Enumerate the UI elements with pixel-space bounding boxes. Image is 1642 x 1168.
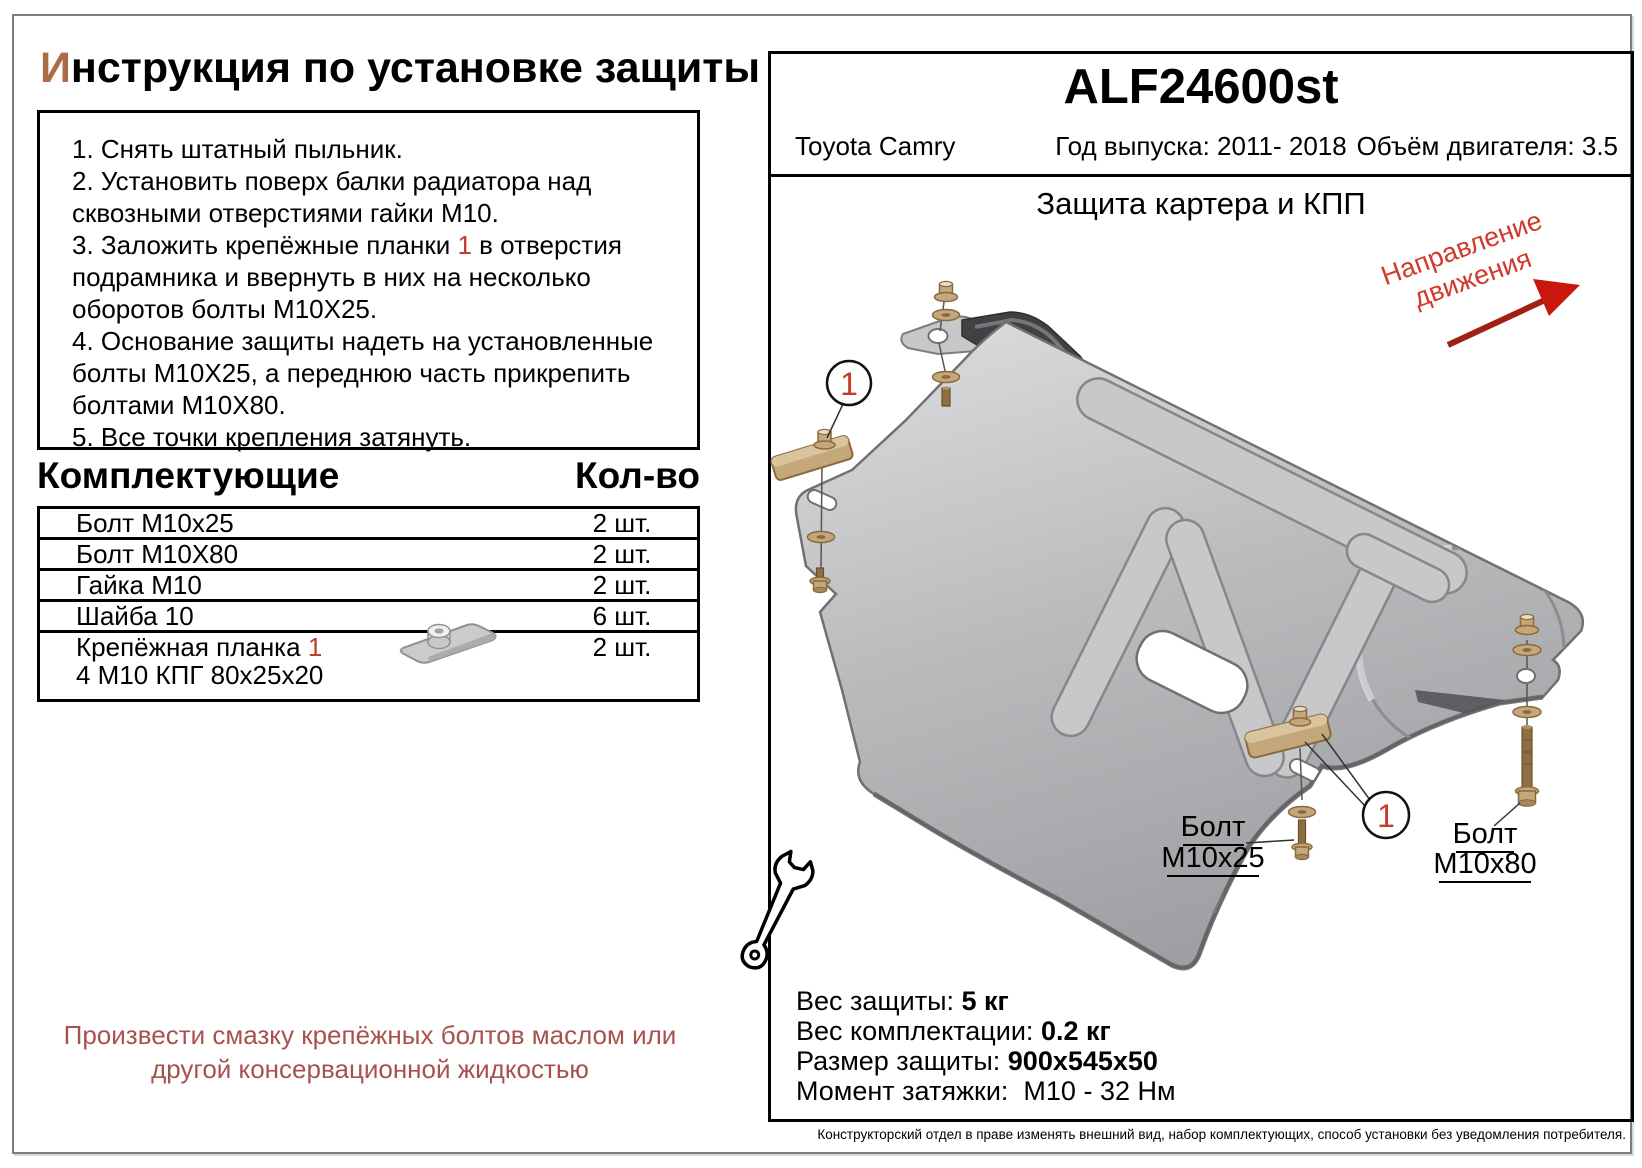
bolt-m10x80-label-line2: М10х80: [1433, 848, 1536, 880]
plate-edge-fold: [872, 694, 1544, 971]
installation-step: 3. Заложить крепёжные планки 1 в отверст…: [72, 230, 622, 324]
bolt-m10x80-label-line1: Болт: [1453, 818, 1518, 850]
title-accent-letter: И: [40, 44, 71, 92]
bolt-m10x25-label: Болт М10х25: [1161, 811, 1295, 877]
callout-1-top: 1: [825, 359, 873, 439]
vehicle-model: Toyota Camry: [795, 131, 956, 161]
component-name: Гайка М10: [76, 570, 202, 600]
bottom-mounting-plank-stack: [1244, 705, 1332, 861]
component-callout-ref: 1: [307, 632, 323, 662]
bolt-m10x25-label-line1: Болт: [1181, 811, 1246, 843]
direction-of-travel: Направление движения: [1377, 205, 1580, 348]
spec-line: Вес комплектации: 0.2 кг: [796, 1016, 1111, 1046]
stud: [941, 387, 951, 407]
bolt-m10x25: [1297, 819, 1307, 847]
product-code: ALF24600st: [1063, 60, 1339, 114]
lubrication-note: Произвести смазку крепёжных болтов масло…: [63, 1020, 677, 1084]
left-mounting-plank-stack: [770, 428, 854, 594]
plate-opening: [1135, 629, 1249, 715]
product-panel-border: [768, 51, 1634, 1122]
components-table-row: Шайба 10 6 шт.: [40, 599, 697, 630]
component-name: Болт М10Х80: [76, 539, 239, 569]
page-title: Инструкция по установке защиты: [40, 44, 760, 93]
mounting-plate-image: [399, 623, 497, 664]
right-fastener-stack: [1512, 613, 1542, 807]
top-fastener-stack: [931, 280, 961, 407]
direction-arrow-shaft: [1446, 297, 1547, 348]
components-table-row: Болт М10Х80 2 шт.: [40, 537, 697, 568]
components-heading-row: Комплектующие Кол-во: [37, 455, 700, 497]
panel-subtitle: Защита картера и КПП: [1036, 186, 1366, 221]
component-qty: 2 шт.: [592, 508, 652, 538]
qty-heading: Кол-во: [575, 455, 700, 496]
components-heading: Комплектующие: [37, 455, 340, 496]
component-qty: 2 шт.: [592, 570, 652, 600]
bolt-m10x80: [1521, 726, 1533, 790]
components-table-row: Болт М10х25 2 шт.: [40, 509, 697, 537]
spec-line: Размер защиты: 900х545х50: [796, 1046, 1158, 1076]
bolt-m10x80-label: Болт М10х80: [1433, 802, 1537, 883]
component-qty: 2 шт.: [592, 632, 652, 662]
bracket-hole: [927, 328, 949, 344]
step-callout-ref: 1: [457, 230, 472, 260]
callout-1-bottom: 1: [1304, 733, 1411, 840]
panel-header-divider: [768, 174, 1634, 177]
spec-line: Момент затяжки: М10 - 32 Нм: [796, 1076, 1176, 1106]
manufacturer-disclaimer: Конструкторский отдел в праве изменять в…: [817, 1127, 1626, 1142]
engine-volume: Объём двигателя: 3.5: [1356, 131, 1618, 161]
components-table-row: Гайка М10 2 шт.: [40, 568, 697, 599]
installation-step: 1. Снять штатный пыльник.: [72, 134, 403, 164]
installation-step: 4. Основание защиты надеть на установлен…: [72, 326, 654, 420]
component-name: Шайба 10: [76, 601, 194, 631]
spec-line: Вес защиты: 5 кг: [796, 986, 1009, 1016]
bolt-m10x25-label-line2: М10х25: [1161, 842, 1264, 874]
component-qty: 6 шт.: [592, 601, 652, 631]
component-name: Болт М10х25: [76, 508, 234, 538]
title-rest: нструкция по установке защиты: [70, 44, 761, 92]
direction-arrow-head: [1533, 279, 1580, 316]
component-qty: 2 шт.: [592, 539, 652, 569]
installation-steps-box: 1. Снять штатный пыльник.2. Установить п…: [37, 110, 700, 452]
callout-1-bottom-number: 1: [1377, 798, 1395, 834]
installation-step: 5. Все точки крепления затянуть.: [72, 422, 472, 452]
installation-step: 2. Установить поверх балки радиатора над…: [72, 166, 592, 228]
callout-1-top-number: 1: [840, 366, 858, 402]
vehicle-years: Год выпуска: 2011- 2018: [1055, 131, 1347, 161]
wrench-icon: [740, 849, 815, 970]
